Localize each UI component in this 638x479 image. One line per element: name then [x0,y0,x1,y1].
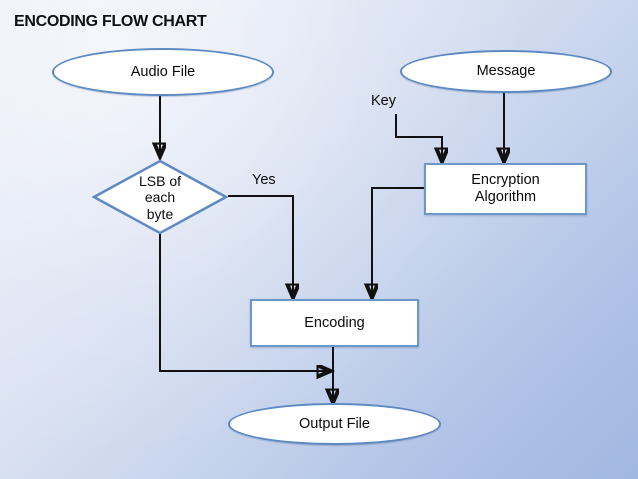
edge-label-key: Key [371,93,396,109]
lsb-line-1: LSB of [138,172,182,189]
node-encoding-label: Encoding [304,314,365,331]
node-encryption-algorithm[interactable]: Encryption Algorithm [424,163,587,215]
node-output-file[interactable]: Output File [228,403,441,445]
page-title: ENCODING FLOW CHART [14,13,207,30]
diamond-shape [92,159,228,235]
connector-key-to-encryption [395,114,442,160]
node-output-file-label: Output File [299,415,370,432]
node-audio-file[interactable]: Audio File [52,48,274,96]
encryption-line-1: Encryption [471,172,540,189]
node-message-label: Message [476,63,536,80]
encryption-line-2: Algorithm [474,189,537,205]
node-message[interactable]: Message [400,50,612,93]
edge-label-yes: Yes [252,172,276,188]
connector-lsb-yes-to-encoding [228,195,293,296]
node-lsb-decision[interactable]: LSB of each byte [92,159,228,235]
node-encryption-algorithm-label: Encryption Algorithm [471,172,540,205]
node-audio-file-label: Audio File [130,63,196,80]
node-encoding[interactable]: Encoding [250,299,419,347]
lsb-line-2: each [144,189,176,206]
lsb-line-3: byte [146,205,174,222]
node-lsb-decision-label: LSB of each byte [92,159,228,235]
connector-encryption-to-encoding [372,187,424,296]
